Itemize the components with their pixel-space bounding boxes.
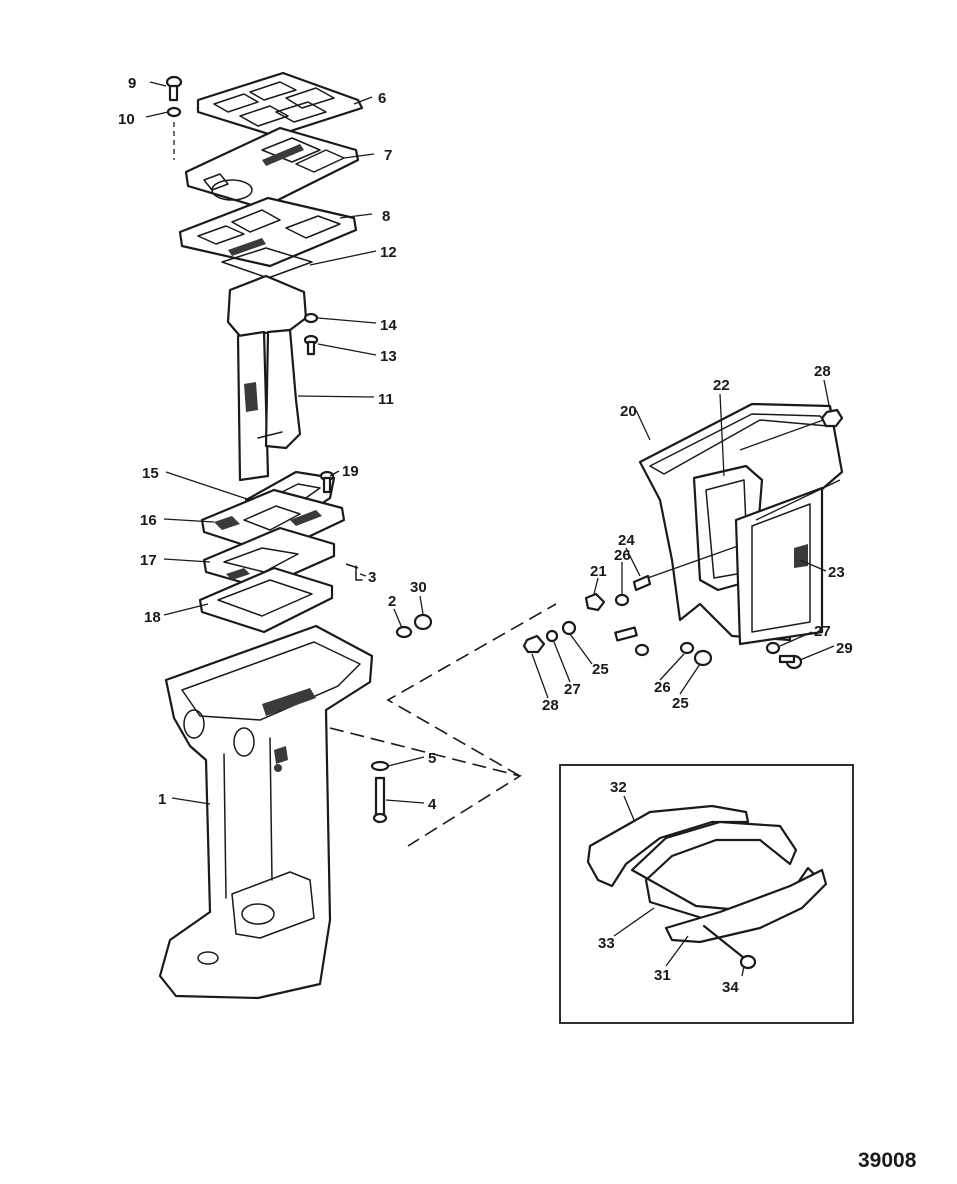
callout-13: 13 bbox=[380, 348, 397, 365]
callout-14: 14 bbox=[380, 317, 397, 334]
callout-28: 28 bbox=[814, 363, 831, 380]
alignment-dashed-line bbox=[329, 727, 523, 847]
callout-31: 31 bbox=[654, 967, 671, 984]
callout-25-lower: 25 bbox=[672, 695, 689, 712]
alignment-dashed-line bbox=[386, 603, 557, 777]
callout-23: 23 bbox=[828, 564, 845, 581]
callout-24: 24 bbox=[618, 532, 635, 549]
part-34-screw bbox=[702, 924, 757, 970]
callout-25: 25 bbox=[592, 661, 609, 678]
callout-labels: 9 10 6 7 8 12 14 13 11 15 19 16 17 18 3 … bbox=[118, 75, 853, 996]
callout-10: 10 bbox=[118, 111, 135, 128]
callout-2: 2 bbox=[388, 593, 396, 610]
part-31-cover-half bbox=[664, 868, 828, 944]
callout-15: 15 bbox=[142, 465, 159, 482]
part-21-bracket bbox=[584, 592, 606, 612]
part-19-bolt bbox=[319, 470, 335, 494]
part-8-gasket bbox=[178, 196, 358, 268]
part-16-plate bbox=[200, 488, 346, 556]
part-13-bolt bbox=[303, 334, 319, 356]
part-29-bolt bbox=[778, 654, 803, 670]
part-14-washer bbox=[303, 312, 319, 324]
callout-26-lower: 26 bbox=[654, 679, 671, 696]
part-27-washer bbox=[545, 629, 559, 643]
callout-26: 26 bbox=[614, 547, 631, 564]
part-1-driveshaft-housing bbox=[158, 624, 374, 1000]
callout-5: 5 bbox=[428, 750, 436, 767]
part-18-plate bbox=[198, 566, 334, 634]
part-26-nut bbox=[614, 593, 630, 607]
callout-8: 8 bbox=[382, 208, 390, 225]
callout-12: 12 bbox=[380, 244, 397, 261]
part-9-bolt bbox=[165, 75, 183, 102]
callout-6: 6 bbox=[378, 90, 386, 107]
callout-29: 29 bbox=[836, 640, 853, 657]
part-25-bushing-lower bbox=[693, 649, 713, 667]
part-7-adapter-plate bbox=[184, 126, 360, 210]
inset-frame bbox=[559, 764, 854, 1024]
callout-9: 9 bbox=[128, 75, 136, 92]
part-2-grease-fitting bbox=[395, 625, 413, 639]
callout-18: 18 bbox=[144, 609, 161, 626]
part-32-cover-half bbox=[586, 804, 750, 888]
callout-7: 7 bbox=[384, 147, 392, 164]
part-30-fitting bbox=[413, 613, 433, 631]
part-23-plate bbox=[734, 486, 824, 646]
callout-21: 21 bbox=[590, 563, 607, 580]
callout-20: 20 bbox=[620, 403, 637, 420]
part-12-gasket bbox=[221, 247, 313, 279]
part-28-nut-lower bbox=[522, 634, 546, 654]
callout-32: 32 bbox=[610, 779, 627, 796]
callout-34: 34 bbox=[722, 979, 739, 996]
callout-30: 30 bbox=[410, 579, 427, 596]
part-10-washer bbox=[166, 106, 182, 118]
callout-28-lower: 28 bbox=[542, 697, 559, 714]
callout-19: 19 bbox=[342, 463, 359, 480]
part-11-exhaust-tube bbox=[226, 274, 308, 482]
part-4-bolt bbox=[372, 776, 388, 824]
callout-1: 1 bbox=[158, 791, 166, 808]
part-26-nut-lower bbox=[679, 641, 695, 655]
callout-16: 16 bbox=[140, 512, 157, 529]
part-6-gasket bbox=[196, 71, 364, 138]
callout-3: 3 bbox=[368, 569, 376, 586]
part-3-clip bbox=[355, 565, 363, 581]
callout-11: 11 bbox=[378, 391, 394, 408]
part-28-nut bbox=[820, 408, 844, 428]
callout-33: 33 bbox=[598, 935, 615, 952]
part-27-washer-right bbox=[765, 641, 781, 655]
callout-22: 22 bbox=[713, 377, 730, 394]
callout-27-right: 27 bbox=[814, 623, 831, 640]
part-17-gasket bbox=[202, 526, 336, 590]
part-24-screw bbox=[632, 574, 652, 592]
callout-17: 17 bbox=[140, 552, 157, 569]
part-25-bushing bbox=[561, 620, 650, 657]
part-5-washer bbox=[370, 760, 390, 772]
callout-27: 27 bbox=[564, 681, 581, 698]
figure-number: 39008 bbox=[858, 1149, 917, 1172]
callout-4: 4 bbox=[428, 796, 437, 813]
